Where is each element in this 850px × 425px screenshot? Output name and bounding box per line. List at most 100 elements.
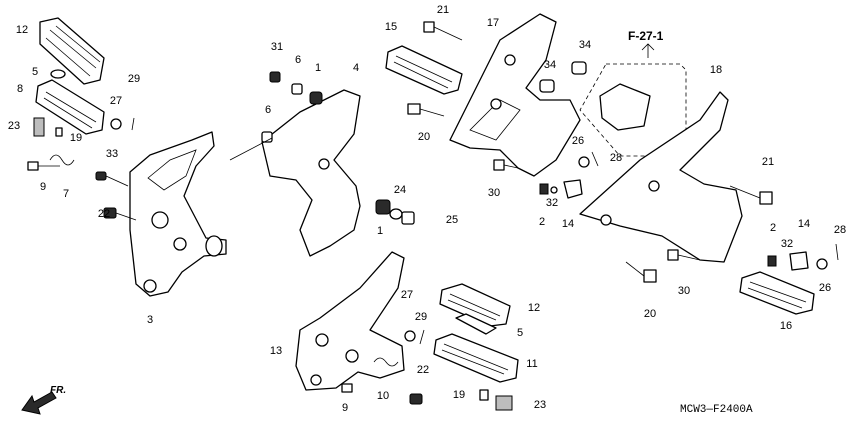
bolt-30-top bbox=[493, 159, 519, 171]
callout-c1b: 1 bbox=[377, 225, 383, 237]
spring-10 bbox=[373, 357, 399, 367]
ball-32-top bbox=[550, 186, 558, 194]
callout-c32a: 32 bbox=[546, 197, 558, 209]
washer-5-bottom bbox=[455, 313, 497, 335]
callout-c22a: 22 bbox=[98, 208, 110, 220]
callout-c21a: 21 bbox=[437, 4, 449, 16]
callout-c14a: 14 bbox=[562, 218, 574, 230]
callout-c4: 4 bbox=[353, 62, 359, 74]
front-arrow-icon bbox=[21, 391, 57, 415]
step-holder-18 bbox=[579, 91, 743, 263]
collar-24 bbox=[389, 208, 403, 220]
callout-c29b: 29 bbox=[415, 311, 427, 323]
callout-c9b: 9 bbox=[342, 402, 348, 414]
callout-c28b: 28 bbox=[834, 224, 846, 236]
callout-c30b: 30 bbox=[678, 285, 690, 297]
callout-c19a: 19 bbox=[70, 132, 82, 144]
callout-c9a: 9 bbox=[40, 181, 46, 193]
callout-c21b: 21 bbox=[762, 156, 774, 168]
callout-c12a: 12 bbox=[16, 24, 28, 36]
washer-27-bottom bbox=[404, 330, 416, 342]
footpeg-rubber-left bbox=[39, 17, 105, 85]
bolt-21-right bbox=[729, 185, 773, 205]
callout-c19b: 19 bbox=[453, 389, 465, 401]
callout-c12b: 12 bbox=[528, 302, 540, 314]
bolt-31 bbox=[269, 71, 281, 83]
spring-2-top bbox=[539, 183, 549, 195]
clip-29-bottom bbox=[419, 329, 425, 345]
clip-28-top bbox=[591, 151, 599, 167]
part-code: MCW3—F2400A bbox=[680, 404, 753, 416]
callout-c8a: 8 bbox=[17, 83, 23, 95]
callout-c23a: 23 bbox=[8, 120, 20, 132]
callout-c34b: 34 bbox=[544, 59, 556, 71]
bolt-33 bbox=[95, 171, 129, 187]
callout-c18: 18 bbox=[710, 64, 722, 76]
bolt-19-left bbox=[55, 127, 63, 137]
callout-c31: 31 bbox=[271, 41, 283, 53]
collar-34-b bbox=[539, 79, 555, 93]
washer-5-left bbox=[50, 69, 66, 79]
bolt-30-right bbox=[667, 249, 701, 261]
washer-26-top bbox=[578, 156, 590, 168]
callout-c6a: 6 bbox=[295, 54, 301, 66]
detent-14-top bbox=[563, 179, 583, 199]
callout-c28a: 28 bbox=[610, 152, 622, 164]
callout-c30a: 30 bbox=[488, 187, 500, 199]
leader-heel-guard bbox=[229, 137, 273, 161]
callout-c26b: 26 bbox=[819, 282, 831, 294]
callout-c27b: 27 bbox=[401, 289, 413, 301]
footpeg-16 bbox=[739, 271, 815, 315]
step-bracket-13 bbox=[295, 251, 405, 391]
footpeg-15 bbox=[385, 45, 463, 95]
callout-c20a: 20 bbox=[418, 131, 430, 143]
detent-14-right bbox=[789, 251, 809, 271]
callout-c33: 33 bbox=[106, 148, 118, 160]
callout-c1a: 1 bbox=[315, 62, 321, 74]
grommet-1-top bbox=[309, 91, 323, 105]
bolt-21-top bbox=[423, 21, 463, 41]
callout-c5a: 5 bbox=[32, 66, 38, 78]
callout-c17: 17 bbox=[487, 17, 499, 29]
footpeg-11 bbox=[433, 333, 519, 383]
bolt-20-right bbox=[625, 261, 657, 283]
callout-c20b: 20 bbox=[644, 308, 656, 320]
clip-29-left bbox=[131, 117, 135, 131]
callout-c32b: 32 bbox=[781, 238, 793, 250]
callout-c6b: 6 bbox=[265, 104, 271, 116]
callout-c26a: 26 bbox=[572, 135, 584, 147]
footpeg-rubber-12-bottom bbox=[439, 283, 511, 327]
collar-34-a bbox=[571, 61, 587, 75]
callout-c25: 25 bbox=[446, 214, 458, 226]
callout-c27a: 27 bbox=[110, 95, 122, 107]
callout-c10: 10 bbox=[377, 390, 389, 402]
pin-23-left bbox=[33, 117, 45, 137]
callout-c29a: 29 bbox=[128, 73, 140, 85]
callout-c11: 11 bbox=[526, 358, 537, 370]
callout-c14b: 14 bbox=[798, 218, 810, 230]
callout-c22b: 22 bbox=[417, 364, 429, 376]
callout-c16: 16 bbox=[780, 320, 792, 332]
callout-c2a: 2 bbox=[539, 216, 545, 228]
clip-28-right bbox=[835, 243, 839, 261]
callout-c34a: 34 bbox=[579, 39, 591, 51]
bolt-19-bottom bbox=[479, 389, 489, 401]
grommet-1-bottom bbox=[375, 199, 391, 215]
bolt-9-bottom bbox=[341, 383, 353, 393]
bolt-20-top bbox=[407, 103, 445, 117]
callout-c15: 15 bbox=[385, 21, 397, 33]
bolt-22-bottom bbox=[409, 393, 423, 405]
heel-guard-4 bbox=[261, 89, 361, 257]
washer-26-right bbox=[816, 258, 828, 270]
callout-c24: 24 bbox=[394, 184, 406, 196]
collar-6-top bbox=[291, 83, 303, 95]
footpeg-left bbox=[35, 79, 105, 135]
spring-2-right bbox=[767, 255, 777, 267]
callout-c13: 13 bbox=[270, 345, 282, 357]
callout-c23b: 23 bbox=[534, 399, 546, 411]
bolt-22-left bbox=[103, 207, 137, 221]
callout-c5b: 5 bbox=[517, 327, 523, 339]
